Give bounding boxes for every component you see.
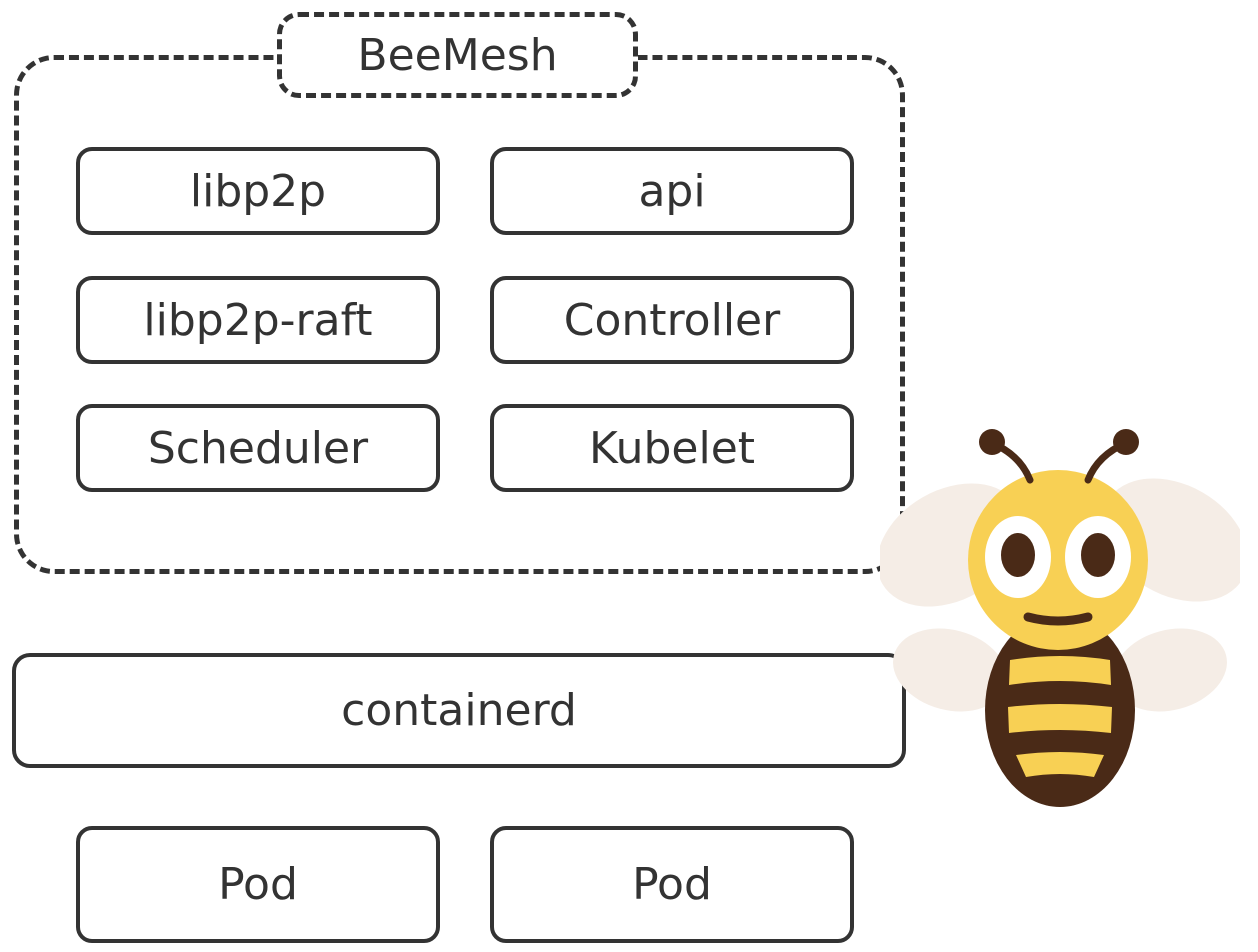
containerd-box: containerd bbox=[12, 653, 906, 768]
bee-stripe-icon bbox=[1009, 656, 1111, 685]
kubelet-box: Kubelet bbox=[490, 404, 854, 492]
scheduler-box: Scheduler bbox=[76, 404, 440, 492]
wing-icon bbox=[893, 628, 1007, 712]
bee-stripe-icon bbox=[1008, 704, 1112, 733]
wing-icon bbox=[1113, 628, 1227, 712]
controller-box: Controller bbox=[490, 276, 854, 364]
antenna-icon bbox=[979, 429, 1005, 455]
beemesh-title: BeeMesh bbox=[277, 12, 638, 98]
antenna-icon bbox=[1113, 429, 1139, 455]
pod-box: Pod bbox=[490, 826, 854, 943]
api-box: api bbox=[490, 147, 854, 235]
libp2p-raft-box: libp2p-raft bbox=[76, 276, 440, 364]
smile-icon bbox=[1023, 612, 1093, 626]
bee-stripe-icon bbox=[1016, 752, 1104, 777]
pod-box: Pod bbox=[76, 826, 440, 943]
libp2p-box: libp2p bbox=[76, 147, 440, 235]
bee-mascot-icon bbox=[880, 429, 1240, 807]
bee-head-icon bbox=[968, 470, 1148, 650]
